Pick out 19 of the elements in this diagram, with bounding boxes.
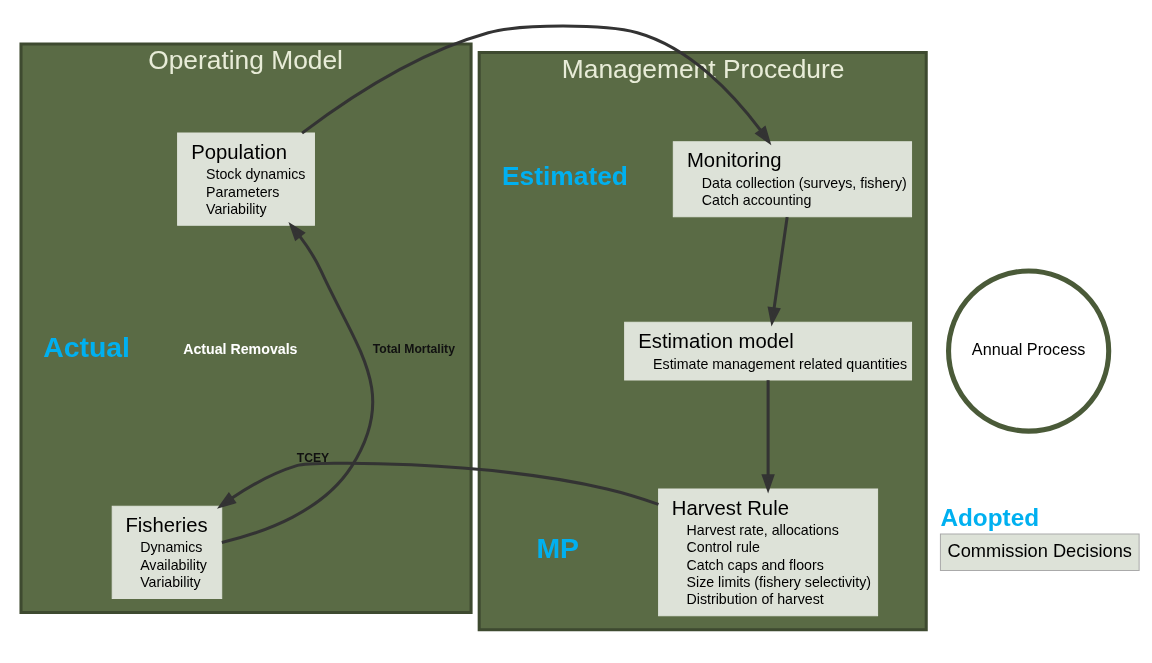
node-circle: Annual Process [946, 267, 1112, 434]
node-box: Commission Decisions [939, 533, 1140, 571]
label: Actual Removals [183, 340, 298, 357]
arrow [216, 461, 659, 509]
label: Estimated [502, 160, 628, 191]
arrow [761, 379, 775, 493]
arrow [221, 221, 375, 544]
node-label: Adopted [940, 503, 1040, 531]
label: MP [536, 531, 580, 564]
edge-label: TCEY [296, 450, 330, 465]
node-box: Fisheries Dynamics Availability Variability [111, 505, 223, 599]
node-box: Monitoring Data collection (surveys, fishery) Catch accounting [672, 140, 913, 217]
node-box: Harvest Rule Harvest rate, allocations Control rule Catch caps and floors Size limits (fishery selectivity) Distribution of harvest [658, 487, 879, 616]
label: Actual [43, 330, 131, 363]
node-box: Estimation model Estimate management related quantities [624, 321, 913, 380]
node-box: Population Stock dynamics Parameters Variability [177, 132, 315, 226]
arrow [767, 216, 789, 326]
edge-label: Total Mortality [372, 341, 455, 356]
arrow [301, 24, 772, 145]
